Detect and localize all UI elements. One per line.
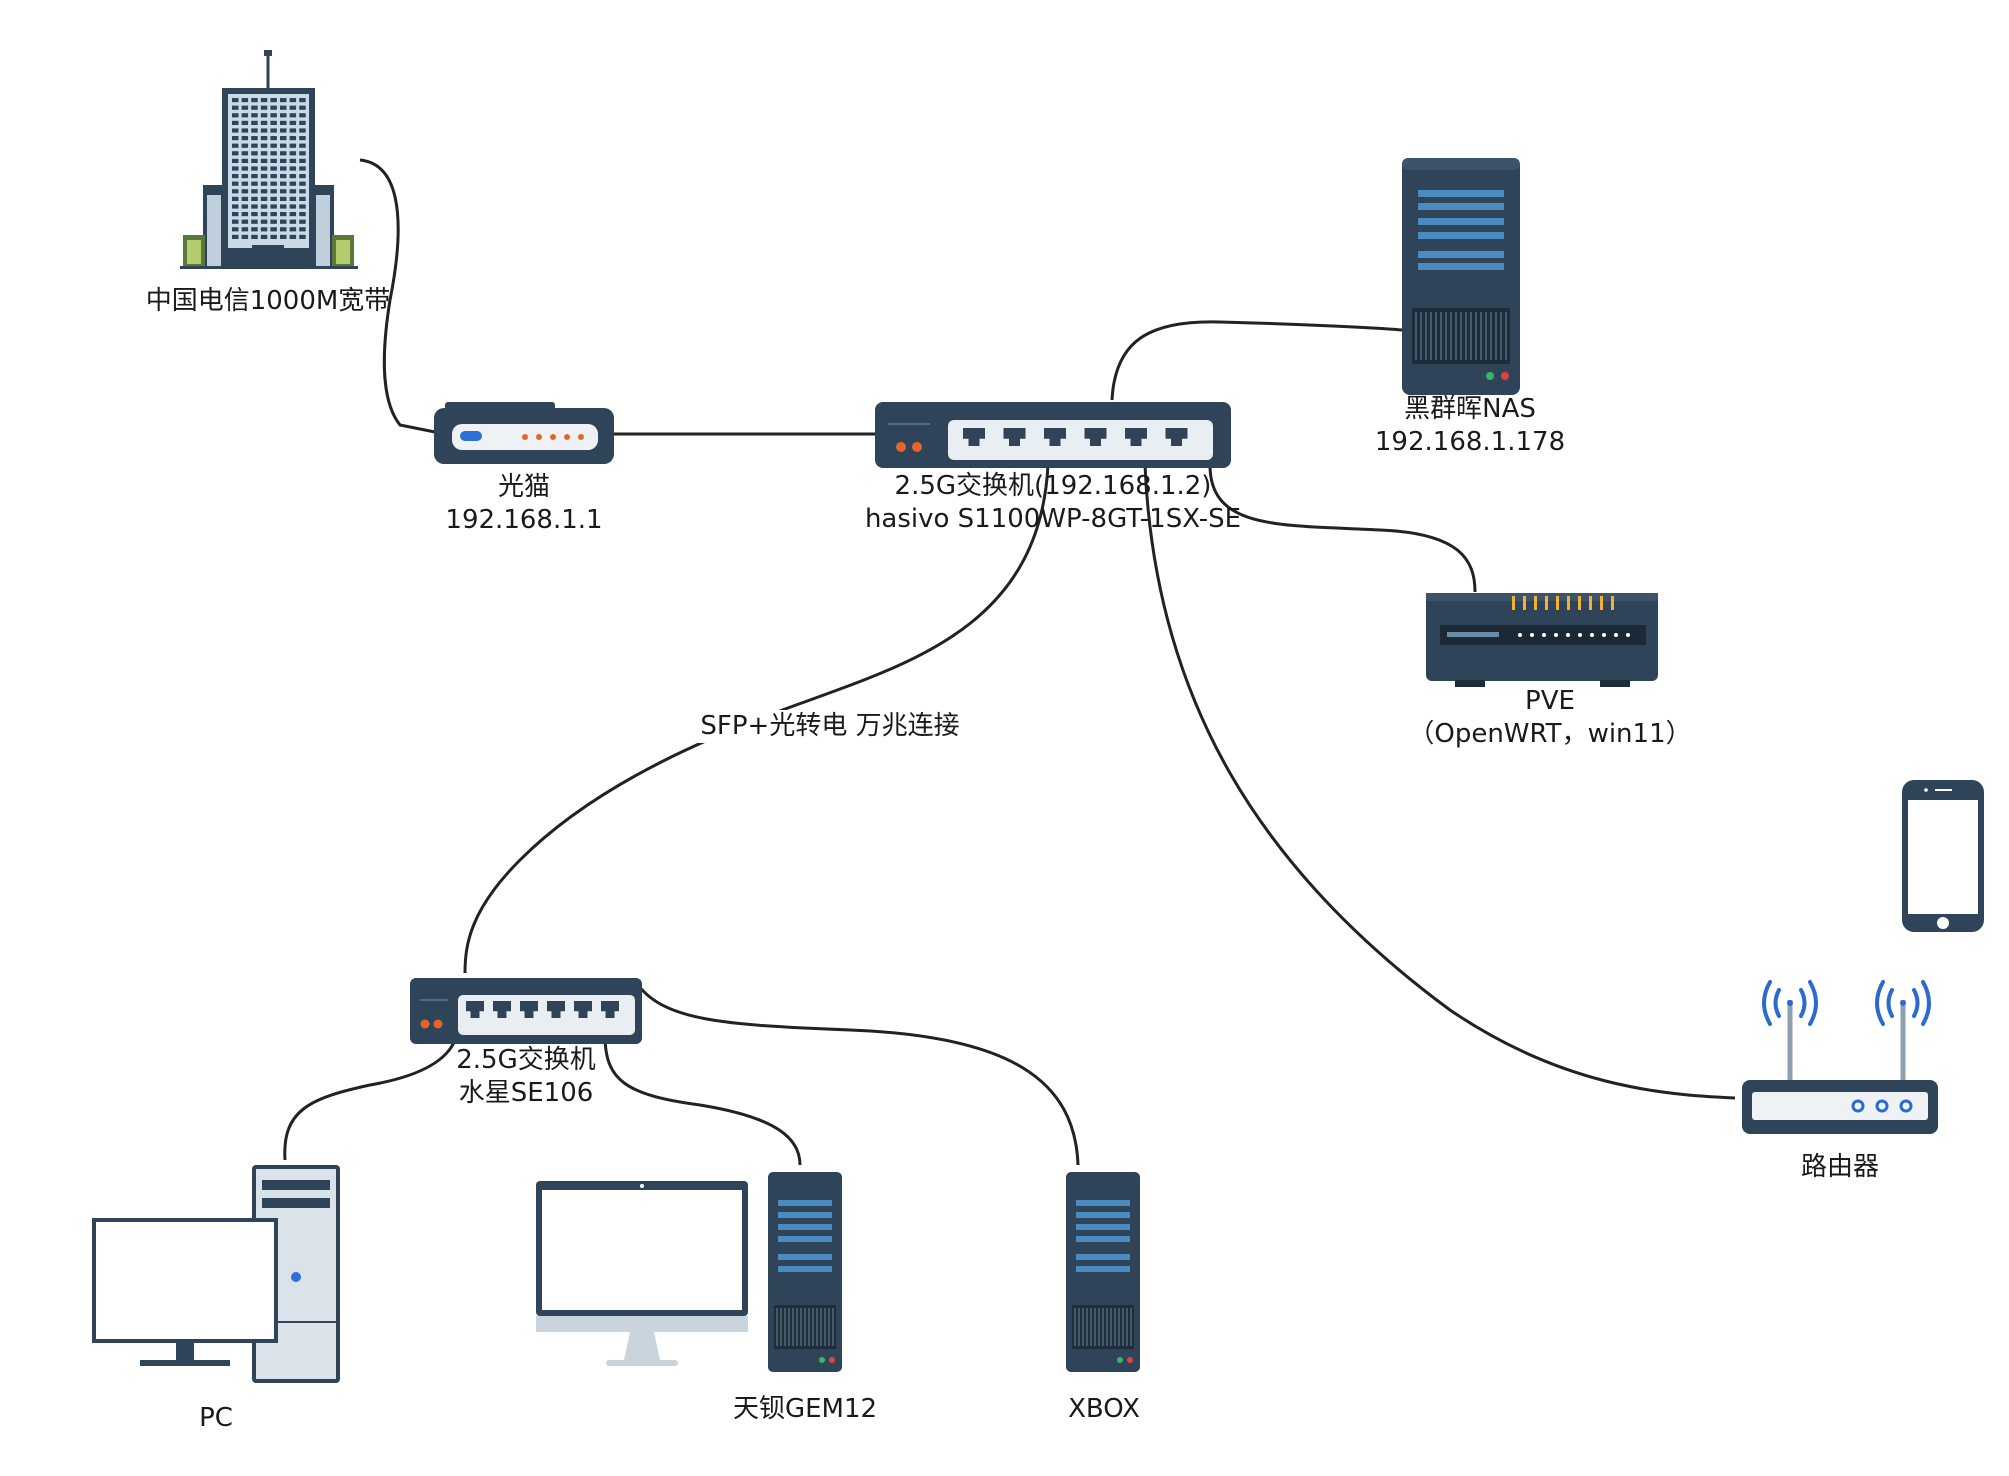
sfp-link-text: SFP+光转电 万兆连接 bbox=[700, 711, 960, 741]
xbox-label-text: XBOX bbox=[1068, 1394, 1140, 1424]
link-switch-pve bbox=[1208, 464, 1477, 593]
router-label: 路由器 bbox=[1770, 1151, 1910, 1184]
ethernet-port-icon bbox=[493, 1001, 511, 1018]
ethernet-port-icon bbox=[1003, 428, 1026, 446]
pve-vms: （OpenWRT，win11） bbox=[1408, 719, 1692, 749]
link-subswitch-gem12 bbox=[603, 1034, 802, 1166]
pve-label: PVE （OpenWRT，win11） bbox=[1390, 685, 1710, 751]
ethernet-port-icon bbox=[1165, 428, 1188, 446]
ethernet-port-icon bbox=[1125, 428, 1147, 446]
nas-ip: 192.168.1.178 bbox=[1374, 427, 1566, 457]
sub-switch-icon bbox=[410, 978, 642, 1044]
ethernet-port-icon bbox=[1044, 428, 1066, 446]
link-subswitch-xbox bbox=[636, 984, 1080, 1166]
telecom-label: 中国电信1000M宽带 bbox=[138, 285, 398, 318]
gem12-tower-icon bbox=[768, 1172, 842, 1372]
desktop-pc-icon bbox=[92, 1165, 340, 1383]
link-switch-nas bbox=[1110, 320, 1403, 401]
main-switch-icon bbox=[875, 402, 1231, 468]
modem-label: 光猫 192.168.1.1 bbox=[404, 471, 644, 537]
link-telecom-modem bbox=[359, 158, 436, 434]
ethernet-port-icon bbox=[1084, 428, 1107, 446]
xbox-console-icon bbox=[1066, 1172, 1140, 1372]
modem-icon bbox=[434, 402, 614, 464]
pc-label: PC bbox=[156, 1402, 276, 1435]
sub-switch-model: 水星SE106 bbox=[458, 1078, 594, 1108]
ethernet-port-icon bbox=[466, 1001, 484, 1018]
monitor-icon bbox=[536, 1181, 748, 1366]
pve-name: PVE bbox=[1525, 686, 1575, 716]
main-switch-name: 2.5G交换机(192.168.1.2) bbox=[894, 471, 1212, 501]
ethernet-port-icon bbox=[547, 1001, 565, 1018]
xbox-label: XBOX bbox=[1034, 1393, 1174, 1426]
gem12-label: 天钡GEM12 bbox=[700, 1393, 910, 1426]
nas-name: 黑群晖NAS bbox=[1404, 394, 1536, 424]
ethernet-port-icon bbox=[520, 1001, 538, 1018]
telecom-label-text: 中国电信1000M宽带 bbox=[145, 286, 391, 316]
wifi-router-icon bbox=[1742, 980, 1938, 1134]
link-subswitch-pc bbox=[283, 1039, 457, 1161]
nas-server-icon bbox=[1402, 158, 1520, 395]
office-building-icon bbox=[180, 50, 358, 269]
nas-label: 黑群晖NAS 192.168.1.178 bbox=[1340, 393, 1600, 459]
ethernet-port-icon bbox=[574, 1001, 592, 1018]
ethernet-port-icon bbox=[601, 1001, 619, 1018]
sub-switch-label: 2.5G交换机 水星SE106 bbox=[416, 1044, 636, 1110]
pve-server-icon bbox=[1426, 593, 1658, 687]
modem-name: 光猫 bbox=[497, 472, 550, 502]
link-switch-router bbox=[1143, 464, 1736, 1100]
main-switch-label: 2.5G交换机(192.168.1.2) hasivo S1100WP-8GT-… bbox=[848, 470, 1258, 536]
sfp-link-label: SFP+光转电 万兆连接 bbox=[690, 710, 970, 743]
router-label-text: 路由器 bbox=[1800, 1152, 1879, 1182]
ethernet-port-icon bbox=[963, 428, 985, 446]
sub-switch-name: 2.5G交换机 bbox=[456, 1045, 596, 1075]
pc-label-text: PC bbox=[199, 1403, 233, 1433]
smartphone-icon bbox=[1902, 780, 1984, 932]
modem-ip: 192.168.1.1 bbox=[445, 505, 603, 535]
gem12-label-text: 天钡GEM12 bbox=[732, 1394, 878, 1424]
main-switch-model: hasivo S1100WP-8GT-1SX-SE bbox=[864, 504, 1242, 534]
